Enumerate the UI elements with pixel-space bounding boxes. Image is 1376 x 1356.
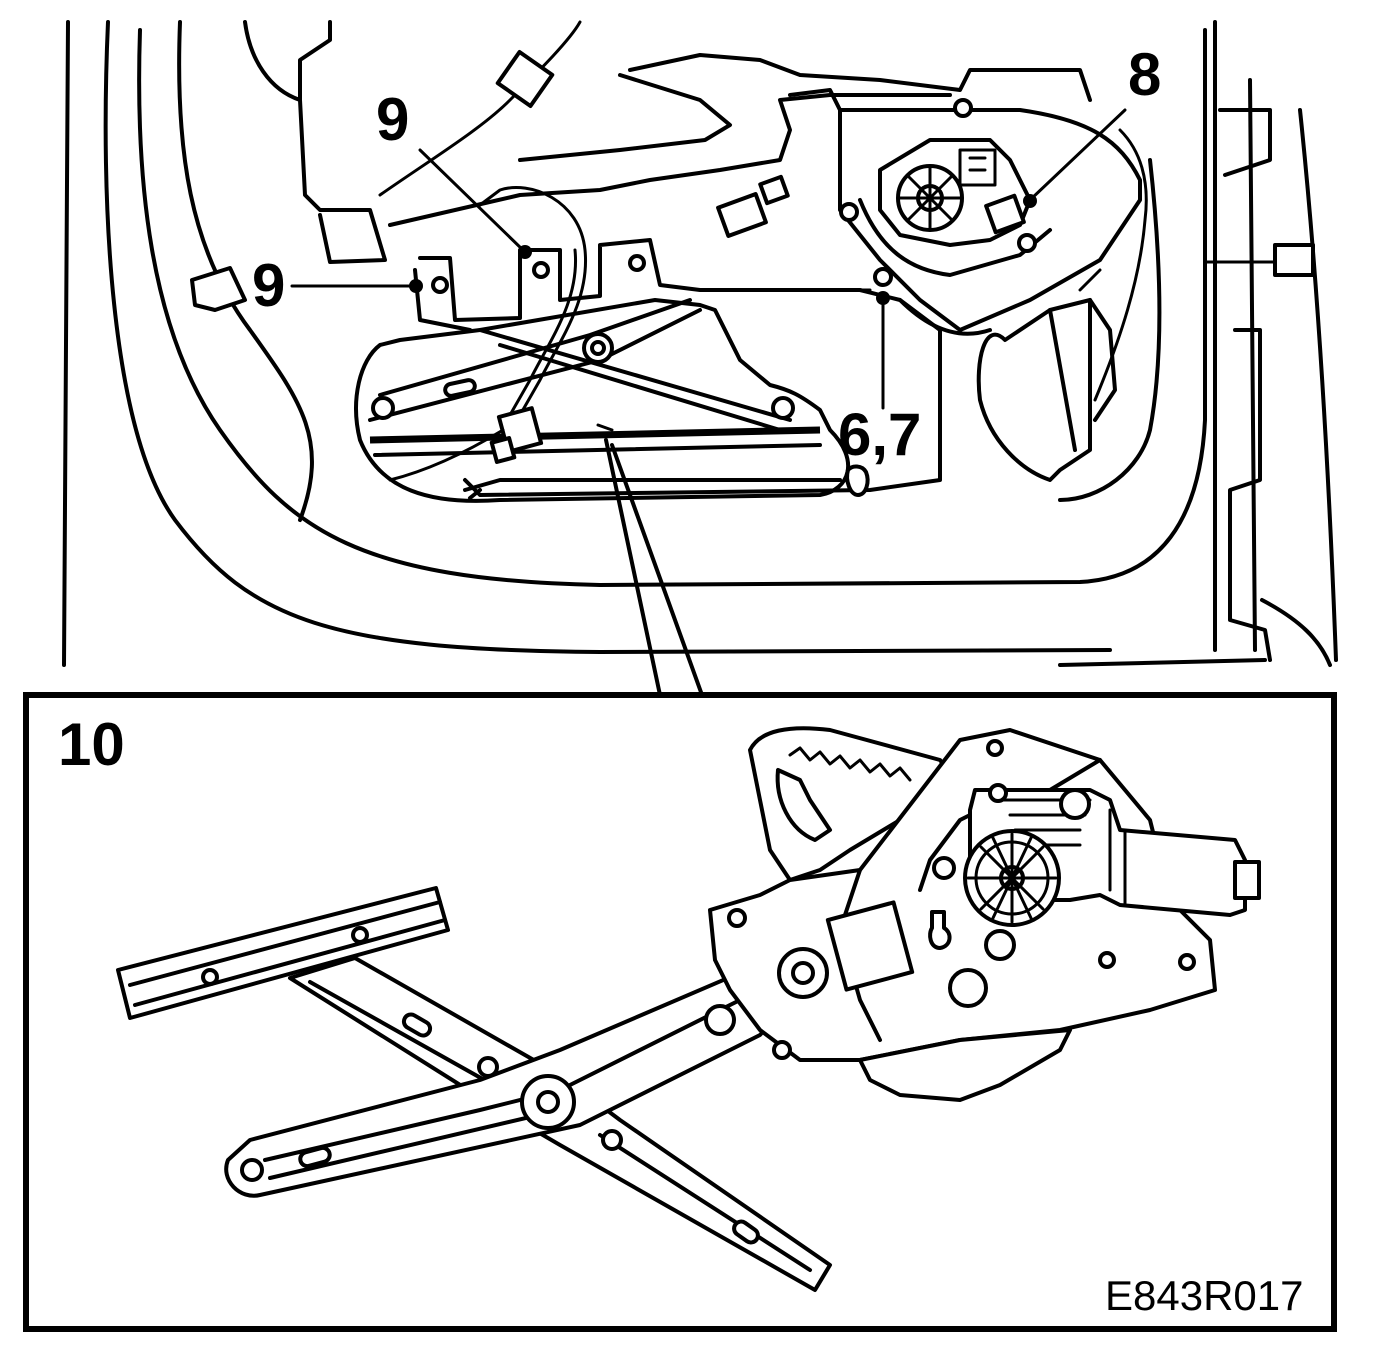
figure-code: E843R017: [1105, 1272, 1304, 1319]
arm-hole: [601, 1129, 623, 1151]
mount-plate: [418, 238, 942, 497]
fastener-hole: [873, 267, 893, 287]
motor-shroud-rib: [1048, 298, 1117, 452]
regulator-rail: [369, 426, 821, 444]
drain-slot: [845, 464, 870, 497]
baseplate-hole: [727, 908, 747, 928]
fastener-hole: [1017, 233, 1037, 253]
motor-gear-spokes: [898, 166, 962, 230]
top-trim: [298, 98, 387, 264]
motor-shroud: [976, 298, 1092, 482]
trim-clip-left: [190, 266, 247, 312]
zoom-line-left: [604, 438, 662, 697]
cable-upper: [378, 20, 582, 197]
motor-gear-spokes: [966, 832, 1058, 924]
zoom-tick: [596, 423, 614, 432]
baseplate-hole: [986, 739, 1004, 757]
panel-slot-2: [758, 174, 790, 206]
regulator-pivot-hole: [590, 340, 606, 356]
harness-cable: [478, 186, 588, 417]
fastener-hole: [839, 202, 859, 222]
callout-9-left: 9: [252, 252, 285, 319]
cable-clip: [495, 49, 555, 109]
callout-6-7: 6,7: [838, 401, 921, 468]
callout-dot: [1023, 194, 1037, 208]
lift-arm-slot: [298, 1145, 332, 1169]
panel-ridge-2: [388, 93, 952, 227]
fastener-hole: [628, 254, 646, 272]
baseplate-pad: [825, 900, 915, 992]
regulator-end-right: [771, 396, 795, 420]
window-regulator-detail: [116, 726, 1261, 1292]
zoom-line-right: [610, 443, 704, 697]
panel-edge-right: [1058, 158, 1162, 502]
channel-hole: [201, 968, 219, 986]
arm-slot: [401, 1012, 433, 1038]
glass-channel-inner: [128, 900, 447, 1007]
callout-dot: [876, 291, 890, 305]
motor-shaft-cap: [1233, 860, 1261, 900]
regulator-frame: [354, 298, 850, 503]
sector-gear-teeth: [788, 746, 912, 782]
door-bottom: [1058, 598, 1332, 667]
motor-body-ribs: [958, 148, 997, 187]
baseplate-boss: [984, 929, 1016, 961]
regulator-rail-2: [373, 443, 822, 457]
door-inner-contour: [137, 28, 1207, 587]
arm-slot: [732, 1219, 760, 1245]
sector-gear-frame: [748, 726, 972, 882]
callout-dot: [409, 279, 423, 293]
harness-loop: [388, 428, 505, 482]
regulator-arm-b: [478, 328, 792, 432]
baseplate-boss: [704, 1004, 736, 1036]
regulator-end-left: [371, 396, 395, 420]
motor-body-ribs: [998, 798, 1127, 907]
door-pillar-detail: [1218, 108, 1272, 662]
fastener-hole: [953, 98, 973, 118]
leader-line-8: [1028, 108, 1127, 202]
callout-dot: [518, 245, 532, 259]
fastener-hole: [532, 261, 550, 279]
baseplate-hole: [772, 1040, 792, 1060]
lift-arm-end: [240, 1158, 264, 1182]
lock-connector: [1273, 243, 1315, 277]
callout-8: 8: [1128, 41, 1161, 108]
baseplate-hole: [1098, 951, 1116, 969]
lower-trim: [463, 478, 842, 500]
baseplate-boss: [948, 968, 988, 1008]
callout-9-upper: 9: [376, 86, 409, 153]
motor-bracket: [984, 193, 1026, 235]
door-pillar-right: [1213, 20, 1338, 662]
motor-pin: [988, 783, 1008, 803]
door-panel-edge: [177, 20, 314, 522]
regulator-slot: [443, 378, 477, 398]
channel-hole: [351, 926, 369, 944]
baseplate-boss-hole: [791, 961, 815, 985]
leader-line-9-upper: [418, 148, 527, 254]
baseplate-hole: [1178, 953, 1196, 971]
door-frame-outer: [62, 20, 70, 667]
motor-cable: [1078, 128, 1148, 402]
panel-ridge: [518, 53, 1092, 162]
detail-number: 10: [58, 711, 125, 778]
motor-pin: [1059, 788, 1091, 820]
motor-outline-inner: [788, 88, 1052, 277]
baseplate-lower: [858, 1028, 1072, 1102]
door-frame-inner: [103, 20, 1112, 654]
lift-arm-inner: [263, 988, 762, 1180]
glass-contour: [243, 20, 332, 102]
lift-arm-pivot-hub: [536, 1090, 560, 1114]
door-panel-view: [62, 20, 1338, 697]
fastener-hole: [431, 276, 449, 294]
baseplate-boss: [932, 856, 956, 880]
baseplate-key: [928, 910, 952, 950]
harness-plug: [489, 436, 517, 464]
harness-cable-2: [508, 248, 578, 417]
panel-slot: [716, 192, 768, 238]
sector-gear-inner: [775, 768, 832, 842]
